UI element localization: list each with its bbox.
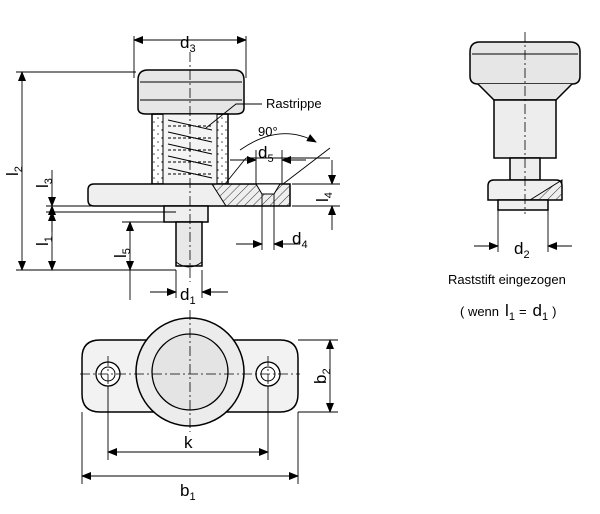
top-view [80, 310, 338, 484]
index-pin [175, 221, 203, 267]
label-d5: d5 [258, 143, 274, 165]
label-k: k [184, 433, 193, 452]
retracted-view [469, 32, 581, 252]
label-d3: d3 [180, 33, 196, 55]
label-l1: l1 [33, 236, 55, 246]
label-b2: b2 [311, 368, 333, 384]
label-angle: 90° [258, 124, 278, 139]
label-l3: l3 [33, 178, 55, 188]
label-d1: d1 [180, 285, 196, 307]
label-d4: d4 [292, 229, 308, 251]
label-l2: l2 [3, 166, 25, 176]
lower-boss [163, 205, 209, 223]
side-section-view [16, 36, 340, 300]
label-l5: l5 [111, 248, 133, 258]
label-d2: d2 [514, 239, 530, 261]
label-rastrippe: Rastrippe [266, 96, 322, 111]
knob [137, 69, 245, 115]
label-l4: l4 [313, 192, 335, 202]
retracted-caption: Raststift eingezogen [448, 272, 566, 287]
label-b1: b1 [180, 481, 196, 503]
